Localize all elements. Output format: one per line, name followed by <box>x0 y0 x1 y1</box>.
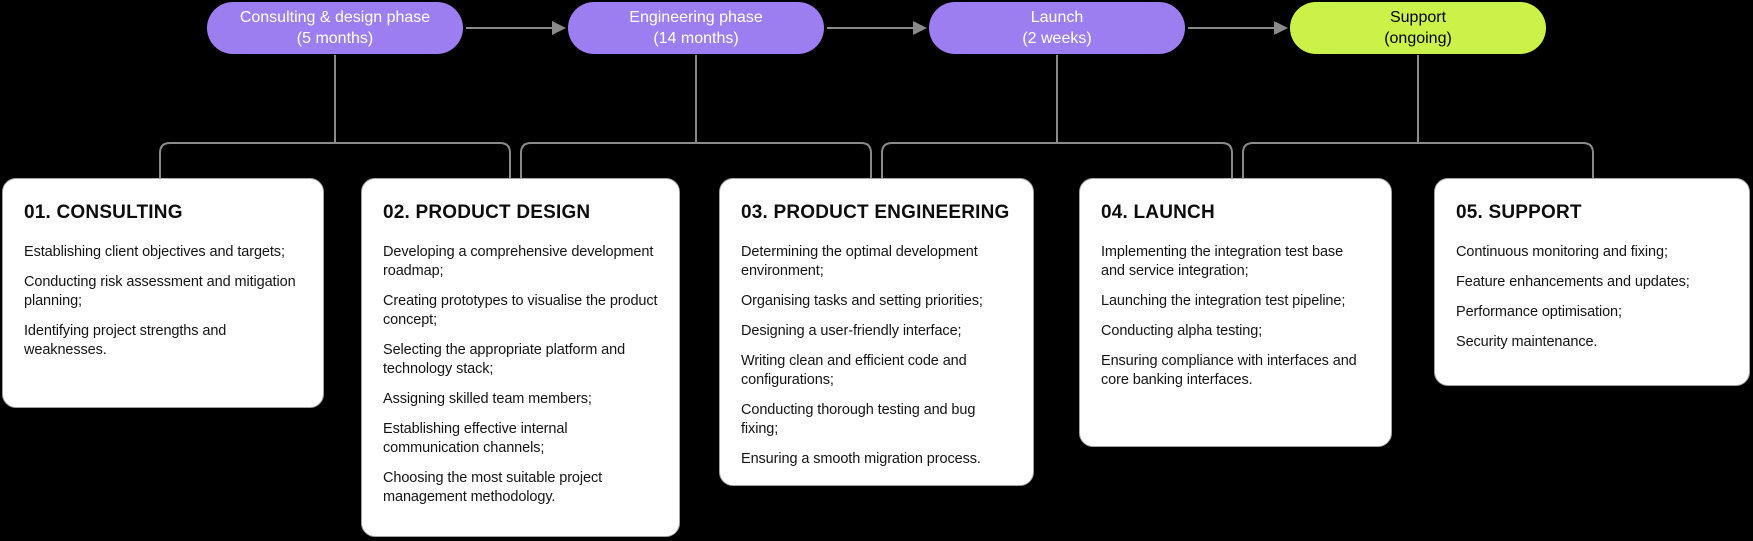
phase-pill-engineering: Engineering phase (14 months) <box>568 2 824 54</box>
card-body: Continuous monitoring and fixing; Featur… <box>1456 243 1728 352</box>
card-item: Designing a user-friendly interface; <box>741 323 962 339</box>
bracket-3 <box>881 142 1233 179</box>
card-item: Developing a comprehensive development r… <box>383 244 654 279</box>
bracket-4 <box>1242 142 1594 179</box>
card-title: 05. SUPPORT <box>1456 202 1582 223</box>
card-item: Assigning skilled team members; <box>383 391 592 407</box>
card-title: 03. PRODUCT ENGINEERING <box>741 202 1010 223</box>
phase-label: Engineering phase <box>629 9 763 26</box>
card-item: Conducting thorough testing and bug fixi… <box>741 402 976 437</box>
phase-duration: (ongoing) <box>1384 30 1452 47</box>
phase-label: Consulting & design phase <box>239 9 431 26</box>
card-item: Creating prototypes to visualise the pro… <box>383 293 658 328</box>
card-support: 05. SUPPORT Continuous monitoring and fi… <box>1434 178 1750 386</box>
card-title: 01. CONSULTING <box>24 202 183 223</box>
card-item: Establishing client objectives and targe… <box>24 244 285 260</box>
card-item: Identifying project strengths and weakne… <box>24 323 227 358</box>
card-item: Continuous monitoring and fixing; <box>1456 244 1668 260</box>
card-item: Ensuring a smooth migration process. <box>741 451 981 467</box>
card-product-engineering: 03. PRODUCT ENGINEERING Determining the … <box>719 178 1034 486</box>
card-item: Organising tasks and setting priorities; <box>741 293 983 309</box>
card-item: Security maintenance. <box>1456 334 1598 350</box>
card-item: Conducting risk assessment and mitigatio… <box>24 274 296 309</box>
bracket-2 <box>520 142 872 179</box>
card-item: Feature enhancements and updates; <box>1456 274 1690 290</box>
phase-pill-consulting-design: Consulting & design phase (5 months) <box>207 2 463 54</box>
phase-pill-launch: Launch (2 weeks) <box>929 2 1185 54</box>
phase-duration: (14 months) <box>653 30 739 47</box>
arrow-head-icon <box>1274 21 1288 35</box>
card-body: Establishing client objectives and targe… <box>24 243 302 360</box>
card-body: Implementing the integration test base a… <box>1101 243 1370 390</box>
card-body: Determining the optimal development envi… <box>741 243 1012 469</box>
phase-pill-support: Support (ongoing) <box>1290 2 1546 54</box>
card-item: Conducting alpha testing; <box>1101 323 1263 339</box>
arrow-head-icon <box>552 21 566 35</box>
card-item: Launching the integration test pipeline; <box>1101 293 1346 309</box>
card-item: Writing clean and efficient code and con… <box>741 353 967 388</box>
card-item: Selecting the appropriate platform and t… <box>383 342 626 377</box>
phase-duration: (5 months) <box>296 30 374 47</box>
card-title: 04. LAUNCH <box>1101 202 1215 223</box>
card-item: Choosing the most suitable project manag… <box>383 470 603 505</box>
bracket-1 <box>159 142 511 179</box>
arrow-head-icon <box>913 21 927 35</box>
card-item: Implementing the integration test base a… <box>1101 244 1344 279</box>
phase-duration: (2 weeks) <box>1022 30 1092 47</box>
card-title: 02. PRODUCT DESIGN <box>383 202 591 223</box>
card-product-design: 02. PRODUCT DESIGN Developing a comprehe… <box>361 178 680 537</box>
card-launch: 04. LAUNCH Implementing the integration … <box>1079 178 1392 447</box>
card-item: Establishing effective internal communic… <box>383 421 568 456</box>
phase-label: Support <box>1389 9 1447 26</box>
card-consulting: 01. CONSULTING Establishing client objec… <box>2 178 324 408</box>
card-item: Performance optimisation; <box>1456 304 1622 320</box>
card-item: Ensuring compliance with interfaces and … <box>1101 353 1357 388</box>
phase-label: Launch <box>1030 9 1084 26</box>
card-item: Determining the optimal development envi… <box>741 244 978 279</box>
card-body: Developing a comprehensive development r… <box>383 243 658 507</box>
